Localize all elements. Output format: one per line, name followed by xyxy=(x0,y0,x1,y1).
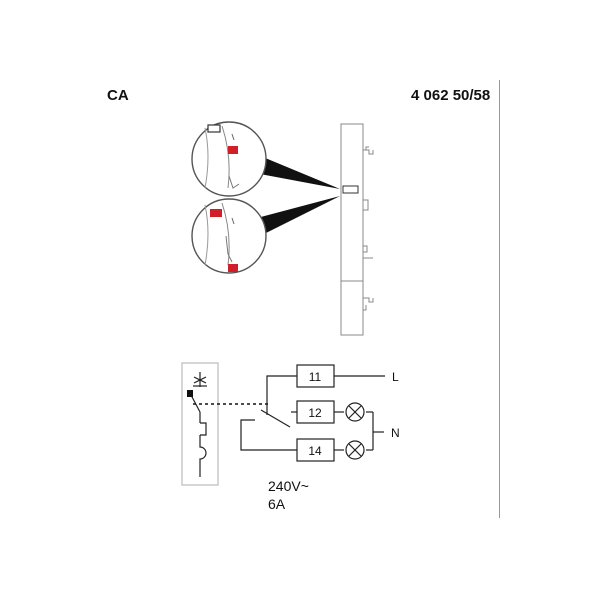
red-indicator-bottom xyxy=(228,264,238,272)
callout-wedge-top xyxy=(258,155,340,189)
red-indicator-low xyxy=(228,146,238,154)
terminal-screw-mid xyxy=(363,245,373,259)
contact-label-11: 11 xyxy=(309,370,322,384)
top-clip xyxy=(363,146,374,155)
auxiliary-contact-side-view xyxy=(340,123,374,336)
bottom-clip xyxy=(363,297,374,311)
lamp-icon-14 xyxy=(345,440,365,460)
contact-label-14: 14 xyxy=(308,444,322,458)
contact-box-14 xyxy=(296,438,335,462)
wire-11 xyxy=(266,375,297,415)
breaker-contact-block xyxy=(187,390,193,397)
page-divider xyxy=(499,80,500,518)
rated-current: 6A xyxy=(268,496,286,512)
switch-blade xyxy=(260,409,291,428)
breaker-symbol xyxy=(181,362,219,486)
product-reference: 4 062 50/58 xyxy=(411,87,491,104)
indicator-window xyxy=(342,185,359,194)
line-label: L xyxy=(392,370,399,384)
contact-box-12 xyxy=(296,400,335,424)
module-body xyxy=(340,123,364,336)
lamp-icon-12 xyxy=(345,402,365,422)
callout-wedge-bottom xyxy=(257,196,340,236)
red-indicator-high xyxy=(210,209,222,217)
detail-magnifier-tripped xyxy=(191,121,267,197)
aux-wiring xyxy=(240,375,385,451)
rated-voltage: 240V~ xyxy=(268,478,309,494)
contact-box-11 xyxy=(296,364,335,388)
neutral-label: N xyxy=(391,426,400,440)
terminal-screw-top xyxy=(363,199,369,211)
detail-magnifier-closed xyxy=(191,198,267,274)
contact-label-12: 12 xyxy=(308,406,322,420)
model-code: CA xyxy=(107,87,129,104)
wire-14 xyxy=(240,419,297,451)
